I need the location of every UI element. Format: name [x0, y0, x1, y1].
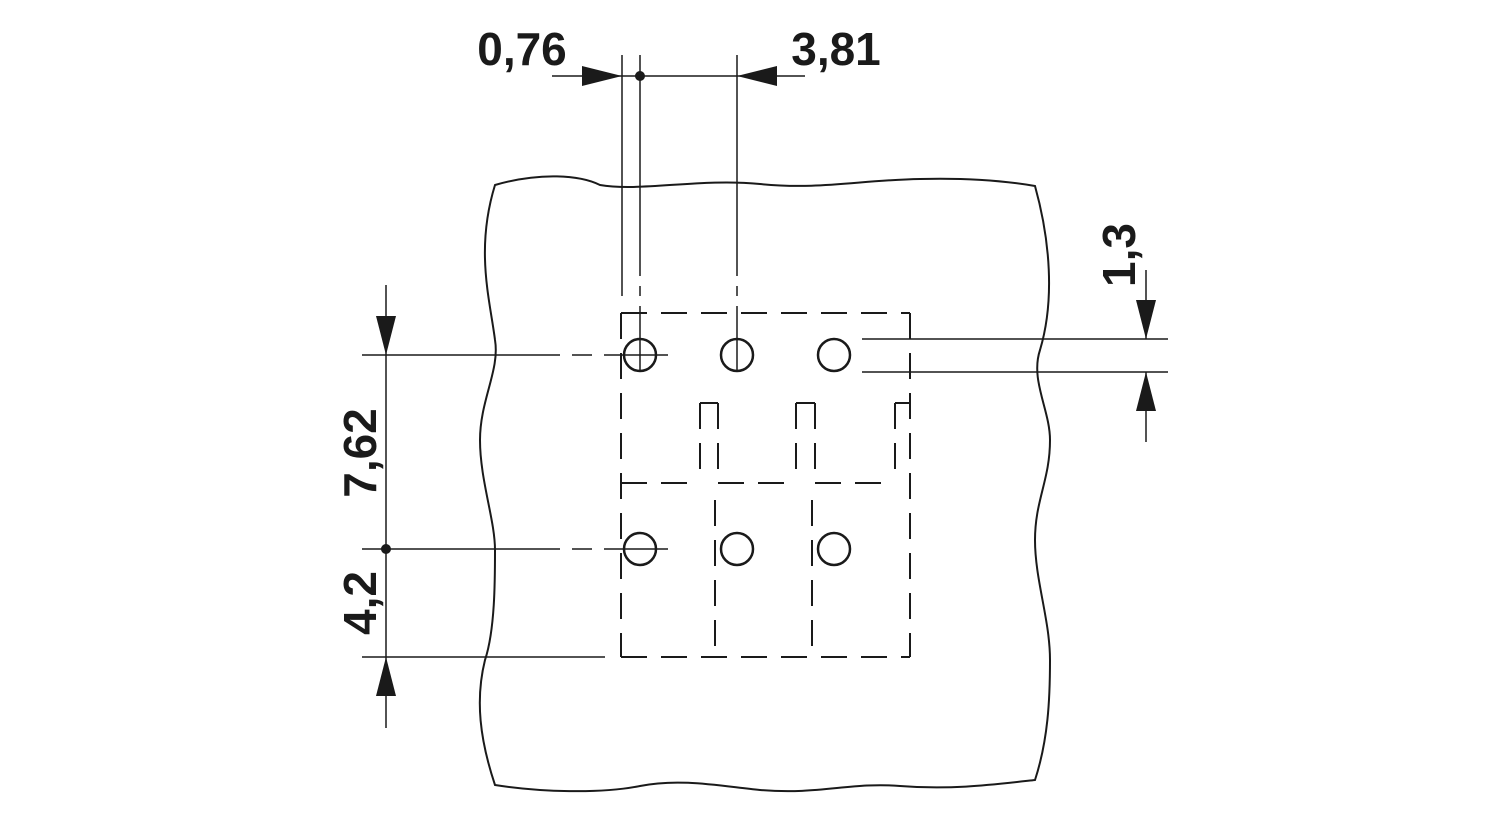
dimension-label-pitch-vertical: 7,62 [334, 408, 386, 498]
arrow-up-icon [1136, 372, 1156, 411]
dimension-label-edge-offset: 4,2 [334, 571, 386, 635]
dimension-label-hole-diameter: 1,3 [1093, 223, 1145, 287]
left-extension-lines [362, 354, 668, 658]
drill-hole [719, 531, 755, 567]
arrow-down-icon [1136, 300, 1156, 339]
dimension-label-pin-diameter: 0,76 [477, 23, 567, 75]
top-extension-lines [621, 55, 738, 296]
pcb-board-outline [478, 175, 1052, 793]
right-extension-lines [862, 338, 1168, 373]
connector-footprint [620, 312, 911, 658]
dimension-label-pitch-horizontal: 3,81 [791, 23, 881, 75]
dimension-dot [381, 544, 391, 554]
footprint-partitions [621, 403, 896, 657]
top-centerline-dashes [639, 306, 738, 372]
arrow-right-icon [582, 66, 622, 86]
drill-hole [816, 531, 852, 567]
arrow-left-icon [737, 66, 777, 86]
arrow-up-icon [376, 657, 396, 696]
arrow-down-icon [376, 316, 396, 355]
drill-holes [622, 337, 852, 567]
dimension-dot [635, 71, 645, 81]
drill-hole [816, 337, 852, 373]
